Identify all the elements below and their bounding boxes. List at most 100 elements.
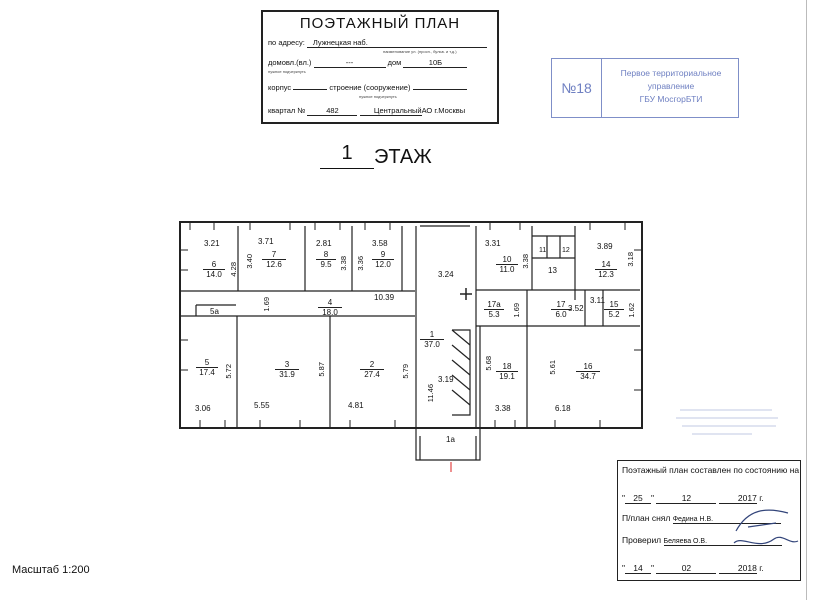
signatures	[733, 509, 799, 545]
dim: 6.18	[555, 404, 571, 413]
dim: 3.31	[485, 239, 501, 248]
snyal-label: П/план снял	[622, 513, 671, 523]
district-value: Центральный	[359, 106, 422, 116]
kvartal-label: квартал №	[268, 106, 306, 115]
dim: 3.71	[258, 237, 274, 246]
header-box: ПОЭТАЖНЫЙ ПЛАН по адресу: Лужнецкая наб.…	[261, 10, 499, 124]
bti-stamp: №18 Первое территориальное управление ГБ…	[551, 58, 739, 118]
date1-month: 12	[656, 493, 717, 504]
dim: 3.58	[372, 239, 388, 248]
dim: 1.69	[512, 303, 521, 318]
header-title: ПОЭТАЖНЫЙ ПЛАН	[299, 15, 461, 32]
floor-number: 1	[320, 142, 374, 169]
dim: 3.36	[356, 256, 365, 271]
dom-value: 10Б	[403, 58, 468, 68]
date2-month: 02	[656, 563, 717, 574]
stamp-line2: управление	[647, 81, 695, 91]
floor-word: ЭТАЖ	[374, 146, 432, 168]
domovl-row: домовл.(вл.) --- дом 10Б	[268, 58, 468, 68]
dim: 3.38	[495, 404, 511, 413]
dim: 5.87	[317, 362, 326, 377]
date2-day: 14	[625, 563, 652, 574]
page-edge	[806, 0, 807, 600]
dim: 3.38	[521, 254, 530, 269]
room-12: 12	[562, 247, 570, 254]
dim: 3.52	[568, 304, 584, 313]
year-suffix-1: г.	[759, 493, 764, 503]
room-1a: 1а	[446, 435, 455, 444]
korpus-row: корпус строение (сооружение)	[268, 83, 467, 92]
info-box: Поэтажный план составлен по состоянию на…	[617, 460, 801, 581]
dim: 5.68	[484, 356, 493, 371]
dim: 5.72	[224, 364, 233, 379]
dim: 3.06	[195, 404, 211, 413]
dim: 11.46	[426, 384, 435, 403]
stamp-number: №18	[552, 59, 602, 117]
stroenie-label: строение (сооружение)	[329, 83, 411, 92]
dim: 4.28	[229, 262, 238, 277]
dim: 3.24	[438, 270, 454, 279]
dim: 1.69	[262, 297, 271, 312]
dim: 3.18	[626, 252, 635, 267]
room-5a: 5а	[210, 307, 219, 316]
dim: 3.21	[204, 239, 220, 248]
snyal-value: Федина Н.В.	[672, 516, 781, 524]
date1-year: 2017	[718, 493, 757, 504]
domovl-hint: нужное подчеркнуть	[268, 69, 306, 74]
kvartal-row: квартал № 482 ЦентральныйАО г.Москвы	[268, 106, 465, 116]
dim: 1.62	[627, 303, 636, 318]
dim: 3.40	[245, 254, 254, 269]
stamp-text: Первое территориальное управление ГБУ Мо…	[604, 67, 738, 106]
address-label: по адресу:	[268, 38, 305, 47]
dim: 3.89	[597, 242, 613, 251]
outer-wall	[179, 221, 643, 429]
proveril-row: Проверил Беляева О.В.	[622, 535, 782, 546]
stroenie-hint: нужное подчеркнуть	[359, 94, 397, 99]
year-suffix-2: г.	[759, 563, 764, 573]
dim: 3.19	[438, 375, 454, 384]
address-row: по адресу: Лужнецкая наб.	[268, 38, 487, 48]
scale-label: Масштаб 1:200	[12, 564, 90, 576]
kvartal-value: 482	[307, 106, 358, 116]
district-suffix: АО г.Москвы	[421, 106, 466, 115]
date2-row: "14" 02 2018 г.	[622, 563, 764, 574]
address-value: Лужнецкая наб.	[306, 38, 487, 48]
domovl-label: домовл.(вл.)	[268, 58, 312, 67]
korpus-label: корпус	[268, 83, 292, 92]
dim: 3.11	[590, 296, 605, 305]
stamp-line1: Первое территориальное	[620, 68, 722, 78]
info-title: Поэтажный план составлен по состоянию на	[622, 465, 800, 475]
date2-year: 2018	[718, 563, 757, 574]
dim: 10.39	[374, 293, 395, 302]
date1-day: 25	[625, 493, 652, 504]
dim: 3.38	[339, 256, 348, 271]
dim: 5.61	[548, 360, 557, 375]
proveril-label: Проверил	[622, 535, 662, 545]
dom-label: дом	[387, 58, 402, 67]
room-11: 11	[539, 247, 547, 254]
faint-stamp-graphic	[676, 409, 778, 435]
snyal-row: П/план снял Федина Н.В.	[622, 513, 781, 524]
domovl-value: ---	[313, 58, 386, 68]
date1-row: "25" 12 2017 г.	[622, 493, 764, 504]
dim: 5.55	[254, 401, 270, 410]
dim: 5.79	[401, 364, 410, 379]
dim: 4.81	[348, 401, 364, 410]
stamp-line3: ГБУ МосгорБТИ	[639, 94, 703, 104]
dim: 2.81	[316, 239, 332, 248]
